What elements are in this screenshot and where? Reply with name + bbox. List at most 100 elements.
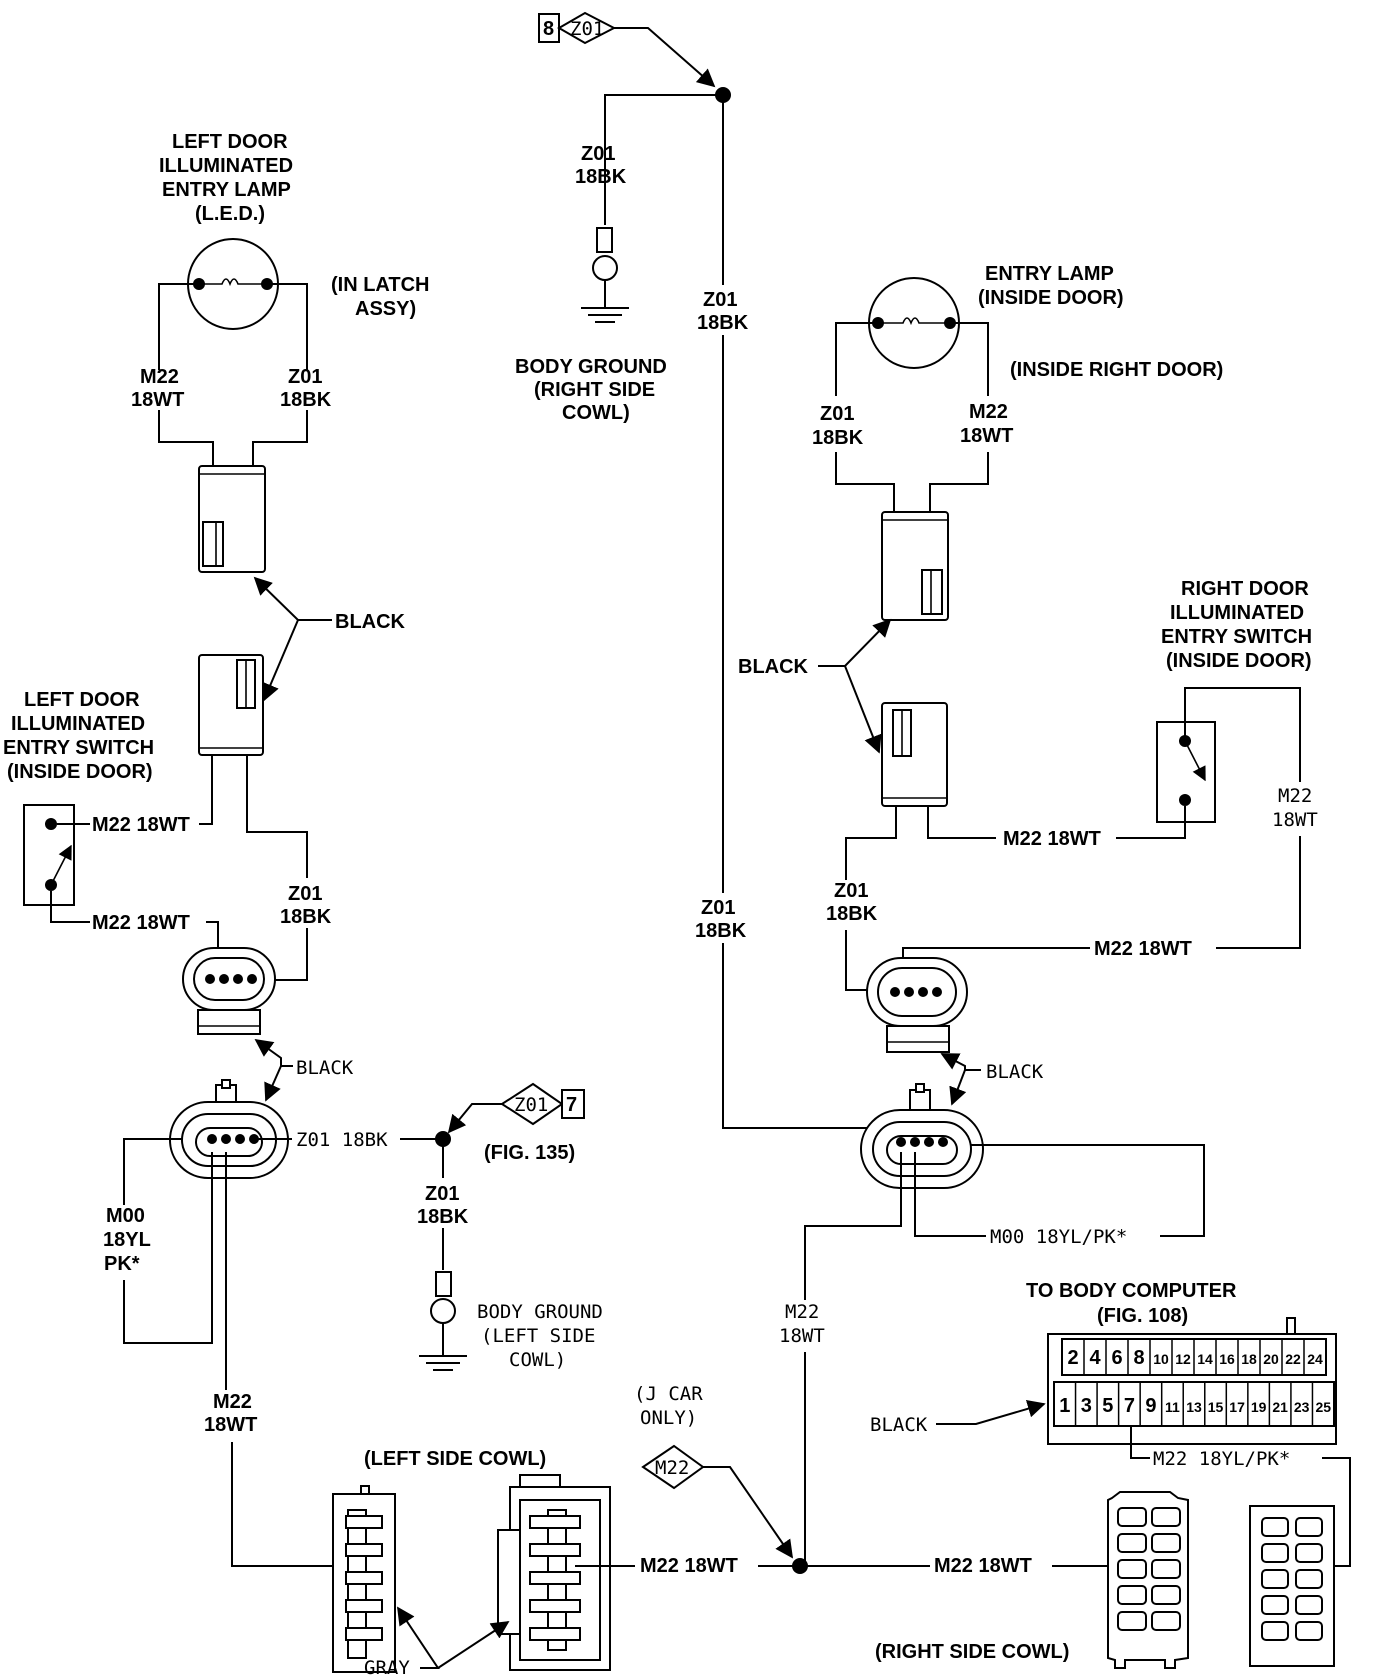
body-computer-pin-16: 16 — [1219, 1351, 1235, 1367]
l-sw-m22-a-label: M22 18WT — [92, 814, 190, 836]
top-z01-reference: 8 Z01 — [538, 11, 617, 45]
m22-ref-arrow — [703, 1466, 794, 1559]
to-body-computer-label: TO BODY COMPUTER — [1026, 1280, 1237, 1302]
left-door-entry-lamp — [187, 238, 279, 330]
left-side-cowl-label: (LEFT SIDE COWL) — [364, 1448, 546, 1470]
r-sw-m22-v-label-1: M22 — [1278, 785, 1312, 807]
black-computer-arrow — [936, 1399, 1046, 1425]
black-left-lower-arrow-a — [254, 1038, 293, 1067]
page-ref-8-text: 8 — [543, 18, 554, 40]
right-switch-label-3: ENTRY SWITCH — [1161, 626, 1312, 648]
left-lamp-label-3: ENTRY LAMP — [162, 179, 291, 201]
black-right-lower-label: BLACK — [986, 1061, 1044, 1083]
main-z01-wire — [722, 95, 887, 1129]
black-left-lower-label: BLACK — [296, 1057, 354, 1079]
black-right-upper-label: BLACK — [738, 656, 809, 678]
body-ground-right-label-1: BODY GROUND — [515, 356, 667, 378]
right-switch-label-2: ILLUMINATED — [1170, 602, 1304, 624]
gray-arrow-b — [437, 1621, 510, 1669]
left-lamp-z01-wire-b — [252, 410, 308, 466]
right-door-4pin-connector-lower — [860, 1083, 984, 1189]
m00-left-label-3: PK* — [104, 1253, 140, 1275]
body-ground-left-label-2: (LEFT SIDE — [481, 1325, 595, 1347]
computer-m22-wire-b — [1322, 1457, 1351, 1567]
m00-left-label-1: M00 — [106, 1205, 145, 1227]
right-m00-wire-a — [971, 1144, 1205, 1237]
left-m22-down-wire-b — [231, 1442, 333, 1567]
main-z01-lower-label-2: 18BK — [695, 920, 747, 942]
right-lamp-z01-wire-a — [835, 322, 878, 396]
r-sw-m22-v-label-2: 18WT — [1272, 809, 1318, 831]
left-lamp-z01-wire-a — [267, 283, 308, 370]
body-computer-pin-21: 21 — [1272, 1399, 1288, 1415]
j-car-label-2: ONLY) — [640, 1407, 697, 1429]
right-lamp-label-2: (INSIDE DOOR) — [978, 287, 1124, 309]
body-computer-pin-18: 18 — [1241, 1351, 1257, 1367]
r-m22-down-label-2: 18WT — [779, 1325, 825, 1347]
body-computer-pin-12: 12 — [1175, 1351, 1191, 1367]
right-cowl-connector-b — [1249, 1505, 1335, 1667]
body-ground-left-symbol — [419, 1271, 467, 1371]
r-sw-m22-label: M22 18WT — [1003, 828, 1101, 850]
right-switch-label-4: (INSIDE DOOR) — [1166, 650, 1312, 672]
body-computer-pin-5: 5 — [1102, 1395, 1113, 1417]
z01-ground-wire-top — [604, 94, 723, 225]
right-lamp-label-1: ENTRY LAMP — [985, 263, 1114, 285]
right-lamp-m22-wire-a — [950, 322, 989, 396]
right-lamp-z01-wire-b — [835, 452, 895, 512]
body-computer-pin-24: 24 — [1307, 1351, 1323, 1367]
body-computer-pin-14: 14 — [1197, 1351, 1213, 1367]
gnd-top-wire-label-1: Z01 — [581, 143, 615, 165]
right-switch-wire-bottom-b — [927, 806, 996, 839]
right-lamp-connector-upper — [881, 511, 949, 621]
black-left-upper-arrow-a — [253, 576, 332, 621]
left-lamp-connector-upper — [198, 465, 266, 573]
z01-ref-mid-text: Z01 — [514, 1094, 548, 1116]
page-ref-7-text: 7 — [566, 1094, 577, 1116]
right-z01b-wire-a — [845, 806, 897, 880]
l-z01-label-1: Z01 — [288, 366, 322, 388]
black-left-upper-arrow-b — [262, 619, 299, 702]
left-lamp-label-2: ILLUMINATED — [159, 155, 293, 177]
right-door-entry-lamp — [868, 277, 960, 369]
r-z01-label-1: Z01 — [820, 403, 854, 425]
left-switch-z01-wire-b — [268, 928, 308, 981]
l-gnd-wire-label-2: 18BK — [417, 1206, 469, 1228]
body-computer-pin-23: 23 — [1294, 1399, 1310, 1415]
l-m22-label-1: M22 — [140, 366, 179, 388]
left-door-entry-switch — [23, 804, 75, 906]
body-computer-pin-3: 3 — [1081, 1395, 1092, 1417]
right-side-cowl-label: (RIGHT SIDE COWL) — [875, 1641, 1069, 1663]
left-lamp-label-4: (L.E.D.) — [195, 203, 265, 225]
right-switch-connector-mating — [881, 702, 948, 807]
body-computer-pin-15: 15 — [1208, 1399, 1224, 1415]
right-switch-wire-top — [1184, 687, 1301, 782]
right-lamp-m22-wire-b — [929, 452, 989, 512]
cowl-m22-left-label: M22 18WT — [640, 1555, 738, 1577]
cowl-m22-right-label: M22 18WT — [934, 1555, 1032, 1577]
body-computer-pin-20: 20 — [1263, 1351, 1279, 1367]
body-computer-pin-8: 8 — [1133, 1347, 1144, 1369]
left-switch-label-4: (INSIDE DOOR) — [7, 761, 153, 783]
main-z01-label-1: Z01 — [703, 289, 737, 311]
inside-right-door-label: (INSIDE RIGHT DOOR) — [1010, 359, 1223, 381]
body-ground-right-label-2: (RIGHT SIDE — [534, 379, 655, 401]
l-m22-down-label-2: 18WT — [204, 1414, 257, 1436]
l-z01b-label-1: Z01 — [288, 883, 322, 905]
body-computer-pin-10: 10 — [1153, 1351, 1169, 1367]
left-cowl-connector-b — [497, 1474, 611, 1671]
r-m22-label-2: 18WT — [960, 425, 1013, 447]
body-computer-pin-4: 4 — [1089, 1347, 1101, 1369]
l-sw-m22-b-label: M22 18WT — [92, 912, 190, 934]
main-z01-lower-label-1: Z01 — [701, 897, 735, 919]
black-right-upper-arrow-a — [818, 618, 892, 667]
body-computer-pin-22: 22 — [1285, 1351, 1301, 1367]
black-right-upper-arrow-b — [844, 665, 882, 754]
l-m22-down-label-1: M22 — [213, 1391, 252, 1413]
r-z01b-label-1: Z01 — [834, 880, 868, 902]
left-lamp-m22-wire-a — [158, 283, 199, 370]
right-door-4pin-connector-upper — [866, 957, 968, 1053]
computer-m22-wire-a — [1130, 1426, 1150, 1459]
m22-reference: M22 — [641, 1444, 705, 1490]
